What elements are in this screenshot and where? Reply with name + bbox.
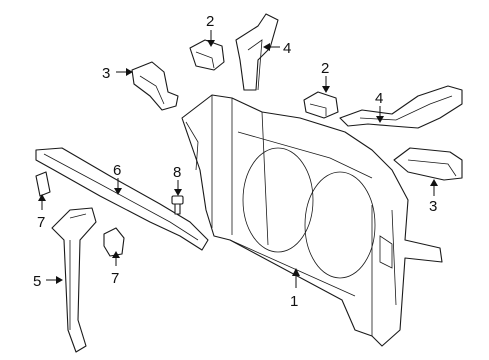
part-7-clip-lower [103, 227, 125, 257]
part-8-bolt [171, 195, 184, 215]
callout-5: 5 [33, 273, 41, 290]
callout-1: 1 [290, 293, 298, 310]
part-1-radiator-core-support [181, 94, 443, 347]
callout-labels: 1 2 2 3 3 4 4 5 6 7 7 8 [33, 13, 437, 310]
callout-4-upper: 4 [283, 40, 291, 57]
part-5-lower-member [51, 207, 97, 353]
part-4-bracket-vertical [235, 13, 279, 91]
fan-opening-left [242, 147, 314, 253]
part-2-bracket-upper [189, 39, 225, 71]
part-2-bracket-middle [303, 91, 339, 119]
callout-6: 6 [113, 162, 121, 179]
callout-3-left: 3 [102, 65, 110, 82]
callout-arrows [38, 30, 438, 288]
part-6-diagonal-member [35, 147, 209, 251]
callout-3-right: 3 [429, 198, 437, 215]
callout-7-left: 7 [37, 214, 45, 231]
part-3-bracket-right [393, 147, 463, 181]
part-4-bracket-horizontal [339, 85, 463, 129]
part-7-clip-left [35, 171, 51, 197]
fan-opening-right [304, 171, 376, 279]
callout-4-right: 4 [375, 90, 383, 107]
callout-8: 8 [173, 164, 181, 181]
callout-2-upper: 2 [206, 13, 214, 30]
callout-7-lower: 7 [111, 270, 119, 287]
callout-2-middle: 2 [321, 60, 329, 77]
part-3-bracket-left [131, 61, 179, 111]
